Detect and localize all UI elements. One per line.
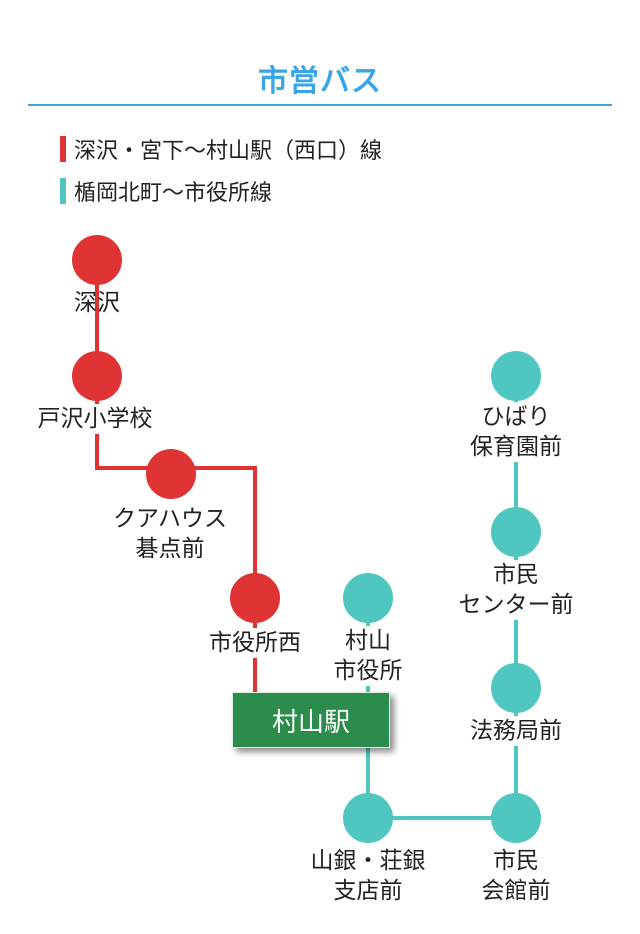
stop-marker-murayama-shiyakusho (343, 573, 393, 623)
stop-label-homukyoku: 法務局前 (470, 716, 562, 746)
page-title: 市営バス (258, 64, 382, 99)
legend-label-teal-line: 楯岡北町～市役所線 (74, 181, 273, 206)
stop-marker-yamagin (343, 793, 393, 843)
stop-label-line: 市民 (493, 848, 539, 874)
stop-label-line: ひばり (481, 404, 551, 430)
stop-label-line: 保育園前 (470, 434, 562, 460)
stop-label-line: 市役所西 (209, 630, 301, 656)
stop-label-line: センター前 (458, 592, 574, 618)
stop-label-line: 支店前 (333, 878, 403, 904)
stop-marker-shiyakusho-nishi (230, 573, 280, 623)
stop-label-shiyakusho-nishi: 市役所西 (209, 628, 301, 658)
legend-swatch-red (60, 136, 66, 162)
stop-label-line: クアハウス (112, 506, 228, 532)
murayama-station-box: 村山駅 (232, 692, 390, 748)
stop-marker-kuahausu (146, 449, 196, 499)
stop-marker-homukyoku (491, 663, 541, 713)
stop-marker-hibari (491, 351, 541, 401)
legend-swatch-teal (60, 178, 66, 204)
legend-item-red-line: 深沢・宮下～村山駅（西口）線 (60, 134, 382, 164)
stop-marker-shimin-kaikan (491, 793, 541, 843)
stop-marker-fukasawa (72, 235, 122, 285)
stop-label-fukasawa: 深沢 (74, 288, 120, 318)
stop-label-kuahausu: クアハウス 碁点前 (113, 504, 227, 564)
stop-marker-tozawa-shogakko (72, 351, 122, 401)
stop-label-line: 村山 (345, 628, 391, 654)
stop-label-tozawa-shogakko: 戸沢小学校 (37, 404, 153, 434)
stop-label-line: 山銀・荘銀 (310, 848, 426, 874)
stop-label-line: 碁点前 (135, 536, 205, 562)
legend-item-teal-line: 楯岡北町～市役所線 (60, 176, 272, 206)
stop-marker-shimin-center (491, 507, 541, 557)
stop-label-yamagin: 山銀・荘銀 支店前 (311, 846, 426, 906)
stop-label-line: 戸沢小学校 (37, 406, 153, 432)
stop-label-line: 法務局前 (470, 718, 562, 744)
stop-label-shimin-center: 市民 センター前 (458, 560, 574, 620)
stop-label-hibari: ひばり 保育園前 (470, 402, 562, 462)
stop-label-murayama-shiyakusho: 村山 市役所 (333, 626, 403, 686)
legend-label-red-line: 深沢・宮下～村山駅（西口）線 (74, 139, 383, 164)
stop-label-shimin-kaikan: 市民 会館前 (482, 846, 551, 906)
station-label: 村山駅 (271, 707, 350, 738)
stop-label-line: 会館前 (481, 878, 551, 904)
stop-label-line: 市民 (493, 562, 539, 588)
title-divider (28, 104, 612, 106)
stop-label-line: 市役所 (333, 658, 403, 684)
stop-label-line: 深沢 (74, 290, 120, 316)
